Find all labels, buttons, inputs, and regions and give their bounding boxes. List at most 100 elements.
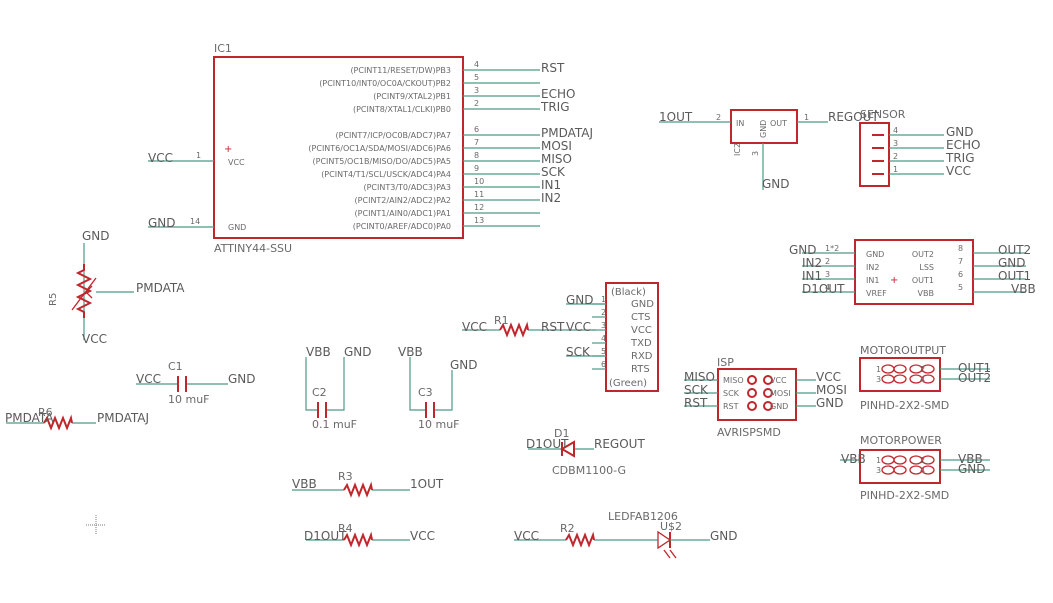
header-pad — [921, 374, 935, 384]
ftdi-pin-number: 5 — [601, 347, 606, 356]
sensor-net-label: GND — [946, 125, 974, 139]
header-pin-number: 4 — [920, 375, 925, 384]
net-vcc-r1: VCC — [462, 320, 487, 334]
ic1-pin-label: (PCINT7/ICP/OC0B/ADC7)PA7 — [336, 131, 451, 140]
header-pin-number: 1 — [876, 365, 881, 374]
header-pad — [893, 374, 907, 384]
c2-refdes: C2 — [312, 386, 327, 399]
mo-value: PINHD-2X2-SMD — [860, 399, 949, 412]
ic1-net-label: SCK — [541, 165, 566, 179]
ic1-pin-label: (PCINT8/XTAL1/CLKI)PB0 — [353, 105, 451, 114]
c1-value: 10 muF — [168, 393, 210, 406]
c2-value: 0.1 muF — [312, 418, 357, 431]
ic1-pin-label: (PCINT6/OC1A/SDA/MOSI/ADC6)PA6 — [308, 144, 451, 153]
cap-c2[interactable]: VBB GND C2 0.1 muF — [305, 345, 372, 431]
md-right-net-label: VBB — [1011, 282, 1036, 296]
net-gnd-c2: GND — [344, 345, 372, 359]
regulator-ic2[interactable]: IN OUT GND 2 1 3 IC2 1OUT REGOUT GND — [659, 109, 879, 191]
cap-c3[interactable]: VBB GND C3 10 muF — [398, 345, 478, 431]
net-sck-ftdi: SCK — [566, 345, 591, 359]
md-left-pin-label: VREF — [866, 289, 887, 298]
ic1-net-label: ECHO — [541, 87, 575, 101]
resistor-r2-led[interactable]: VCC GND R2 LEDFAB1206 U$2 — [514, 510, 738, 559]
c3-refdes: C3 — [418, 386, 433, 399]
isp-left-net: MISO — [684, 370, 715, 384]
isp-left-pin-label: MISO — [723, 376, 744, 385]
net-pmdata-r6: PMDATA — [5, 411, 54, 425]
reg-pin-gnd: GND — [759, 120, 768, 138]
ftdi-pin-number: 4 — [601, 334, 606, 343]
header-net-label: VBB — [841, 452, 866, 466]
ic1-net-label: MISO — [541, 152, 572, 166]
header-pad — [921, 364, 935, 374]
ic1-net-label: RST — [541, 61, 565, 75]
md-right-net-label: GND — [998, 256, 1026, 270]
net-gnd-c3: GND — [450, 358, 478, 372]
resistor-r1[interactable]: VCC RST R1 — [462, 314, 596, 338]
isp-right-net: GND — [816, 396, 844, 410]
ftdi-pin-number: 3 — [601, 321, 606, 330]
net-gnd-reg: GND — [762, 177, 790, 191]
net-pmdata-pot: PMDATA — [136, 281, 185, 295]
isp-pad — [763, 388, 773, 398]
ftdi-top-label: (Black) — [611, 287, 646, 298]
isp-pad — [763, 375, 773, 385]
resistor-r4[interactable]: D1OUT VCC R4 — [304, 522, 435, 548]
ftdi-bottom-label: (Green) — [609, 378, 647, 389]
ic1-pin-vcc-label: VCC — [228, 158, 245, 167]
ic1-origin-mark: + — [224, 144, 232, 155]
header-pad — [893, 364, 907, 374]
reg-pin2: 2 — [716, 113, 721, 122]
resistor-r6[interactable]: PMDATA PMDATAJ R6 — [5, 406, 149, 431]
isp-right-pin-label: VCC — [770, 376, 787, 385]
md-left-net-label: D1OUT — [802, 282, 845, 296]
ic1-pin-number: 2 — [474, 99, 479, 108]
header-pin-number: 3 — [876, 375, 881, 384]
header-pin-number: 1 — [876, 456, 881, 465]
ic1-attiny44[interactable]: IC1 ATTINY44-SSU + VCC 1 VCC GND 14 GND … — [148, 42, 593, 255]
md-right-net-label: OUT2 — [998, 243, 1031, 257]
ic1-net-label: PMDATAJ — [541, 126, 593, 140]
reg-pin1: 1 — [804, 113, 809, 122]
md-right-pin-number: 6 — [958, 270, 963, 279]
cap-c1[interactable]: VCC GND C1 10 muF — [136, 360, 256, 406]
ic1-value: ATTINY44-SSU — [214, 242, 292, 255]
header-pad — [881, 455, 895, 465]
diode-d1[interactable]: D1OUT REGOUT D1 CDBM1100-G — [526, 427, 645, 477]
isp-pad — [747, 401, 757, 411]
header-net-label: VBB — [958, 452, 983, 466]
reg-pin-in: IN — [736, 119, 744, 128]
resistor-r3[interactable]: VBB 1OUT R3 — [292, 470, 444, 498]
ftdi-pin-number: 6 — [601, 360, 606, 369]
net-vbb-r3: VBB — [292, 477, 317, 491]
isp-pad — [763, 401, 773, 411]
md-left-net-label: IN2 — [802, 256, 822, 270]
pot-r5[interactable]: GND VCC PMDATA R5 — [48, 229, 185, 346]
net-regout-reg: REGOUT — [828, 110, 879, 124]
ftdi-pin-number: 1 — [601, 295, 606, 304]
header-pad — [921, 465, 935, 475]
ic1-net-label: IN1 — [541, 178, 561, 192]
net-vcc-c1: VCC — [136, 372, 161, 386]
header-net-label: OUT1 — [958, 361, 991, 375]
r6-refdes: R6 — [38, 406, 53, 419]
md-left-pin-label: IN2 — [866, 263, 879, 272]
ftdi-pin-label: RXD — [631, 351, 653, 362]
header-pin-number: 3 — [876, 466, 881, 475]
d1-refdes: D1 — [554, 427, 569, 440]
ic1-pin-number: 13 — [474, 216, 484, 225]
isp-right-pin-label: GND — [770, 402, 788, 411]
net-d1out-r4: D1OUT — [304, 529, 347, 543]
md-right-pin-number: 7 — [958, 257, 963, 266]
net-vcc-ic1: VCC — [148, 151, 173, 165]
ic1-pin-number: 8 — [474, 151, 479, 160]
ic1-pin-label: (PCINT0/AREF/ADC0)PA0 — [353, 222, 451, 231]
